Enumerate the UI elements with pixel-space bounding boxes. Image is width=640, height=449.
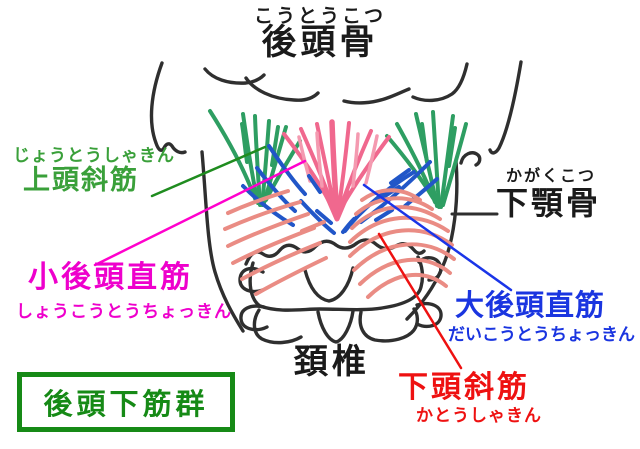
transverse-process-left-upper <box>238 266 265 294</box>
mandible-label: 下顎骨 <box>496 184 602 222</box>
transverse-process-right-lower <box>415 301 443 329</box>
nuchal-line-right-outer <box>411 62 469 103</box>
mastoid-bump-right <box>459 151 482 167</box>
occipital-bone-furigana: こうとうこつ <box>253 5 386 27</box>
skull-left-edge <box>149 61 187 155</box>
superior-oblique-furigana: じょうとうしゃきん <box>13 146 175 166</box>
atlas-body <box>248 255 425 312</box>
nuchal-line-right-inner <box>342 87 411 105</box>
inferior-oblique-muscle-right <box>348 188 456 299</box>
nuchal-line-left-inner <box>244 76 320 102</box>
rectus-minor-label: 小後頭直筋 <box>28 260 193 295</box>
mandible-furigana: かがくこつ <box>506 166 597 185</box>
nuchal-line-left-outer <box>203 67 266 85</box>
cervical-spine-label: 頚椎 <box>294 342 370 382</box>
skull-right-edge <box>488 60 523 155</box>
transverse-process-left-lower <box>239 304 269 332</box>
mandible-left-edge <box>200 150 245 333</box>
superior-oblique-label: 上頭斜筋 <box>23 165 139 196</box>
cervical-vertebrae-outline <box>238 238 443 345</box>
suboccipital-group-box: 後頭下筋群 <box>17 372 235 432</box>
pointer-line-superior-oblique <box>150 145 267 198</box>
inferior-oblique-muscle-left <box>223 189 328 296</box>
pointer-line-rectus-major <box>362 183 513 292</box>
suboccipital-group-label: 後頭下筋群 <box>43 387 209 421</box>
superior-oblique-muscle-right <box>385 110 468 209</box>
pink-arrow-tip <box>324 190 351 222</box>
inferior-oblique-label: 下頭斜筋 <box>398 370 530 405</box>
inferior-oblique-furigana: かとうしゃきん <box>416 406 542 426</box>
axis-spinous-tooth <box>316 309 355 344</box>
rectus-major-label: 大後頭直筋 <box>455 288 606 322</box>
rectus-major-furigana: だいこうとうちょっきん <box>448 325 635 345</box>
axis-left-blob <box>252 308 303 345</box>
occipital-bone-label: 後頭骨 <box>261 23 379 63</box>
axis-right-blob <box>358 307 420 343</box>
pointer-line-rectus-minor <box>93 159 307 267</box>
pointer-line-inferior-oblique <box>377 232 463 370</box>
atlas-inner-notch <box>303 266 355 303</box>
rectus-minor-furigana: しょうこうとうちょっきん <box>16 302 232 322</box>
